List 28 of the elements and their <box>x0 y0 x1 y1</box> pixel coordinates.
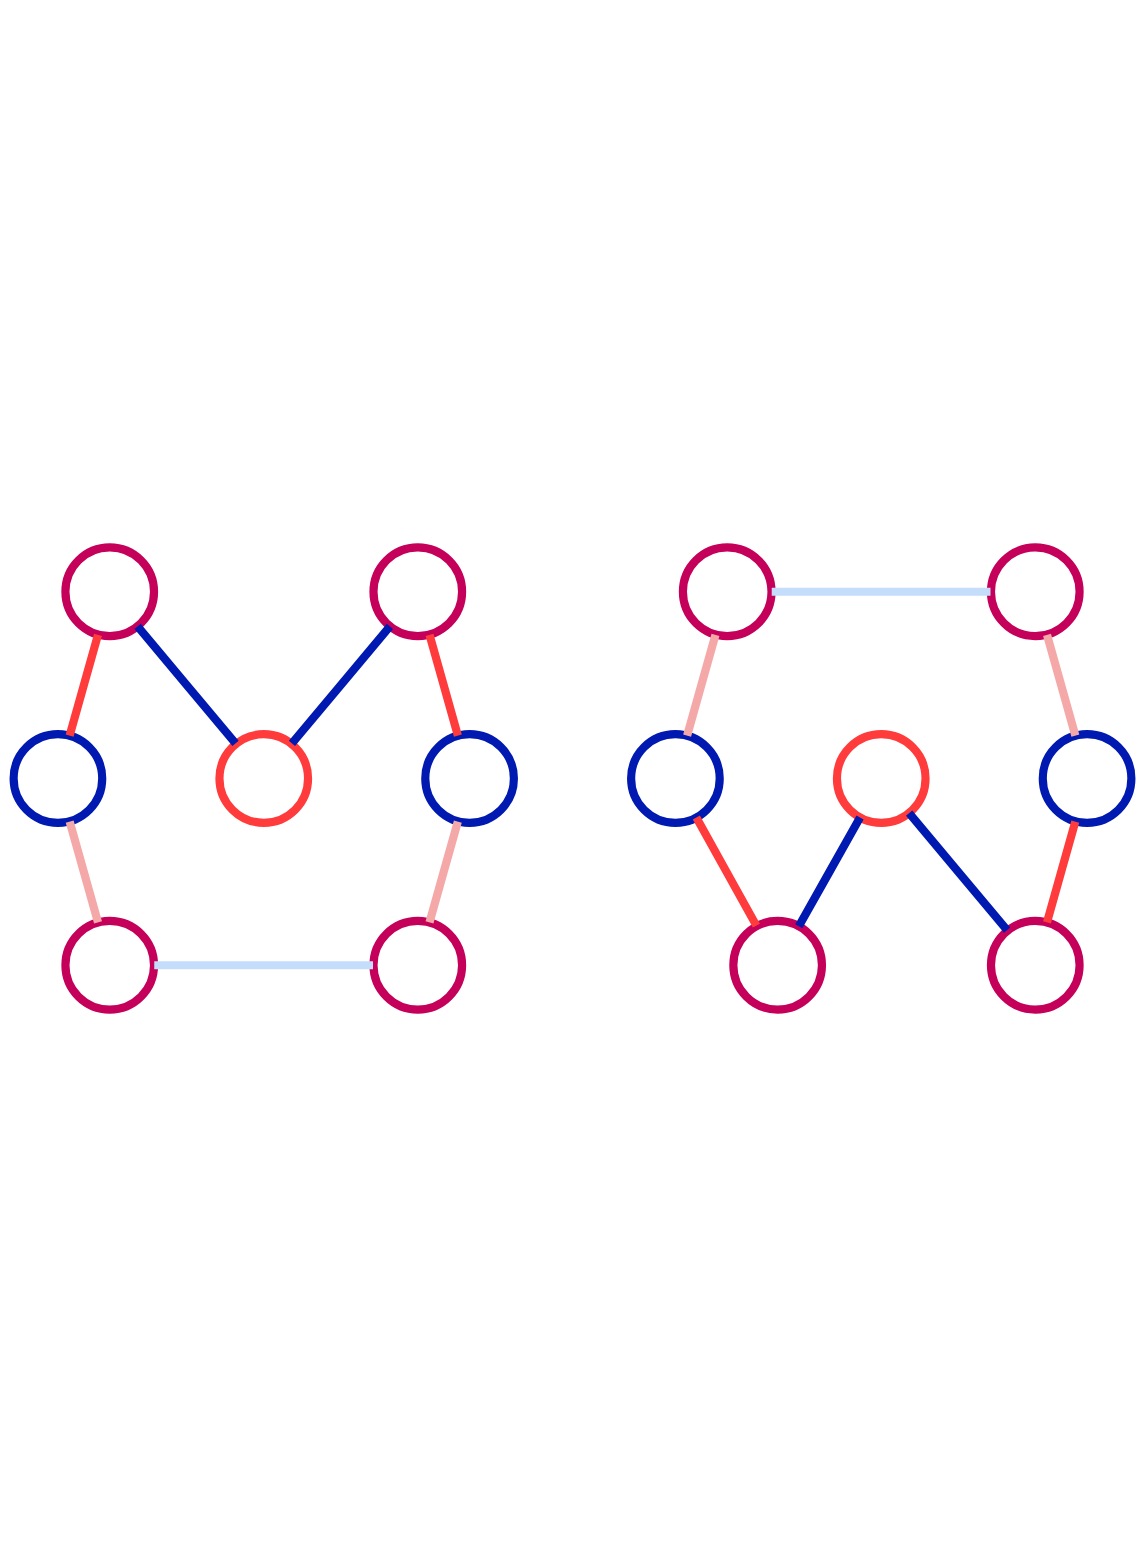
connector <box>425 820 462 924</box>
node-circle <box>986 916 1084 1014</box>
connector <box>288 623 394 747</box>
connector <box>1043 633 1080 737</box>
node-circle <box>729 916 827 1014</box>
connector <box>65 820 102 924</box>
node-circle <box>61 543 159 641</box>
node-circle <box>369 916 467 1014</box>
node-circle <box>61 916 159 1014</box>
node-circle <box>369 543 467 641</box>
connector <box>425 633 462 737</box>
connector <box>795 815 864 929</box>
connector <box>771 587 991 596</box>
connector <box>1043 820 1080 924</box>
connector <box>65 633 102 737</box>
node-circle <box>9 730 107 827</box>
node-circle <box>678 543 776 641</box>
node-circle <box>421 730 518 827</box>
connector <box>692 815 760 928</box>
connector <box>683 633 720 737</box>
node-circle <box>1038 730 1136 827</box>
node-circle <box>215 730 313 827</box>
node-circle <box>627 730 724 827</box>
connector <box>906 810 1011 933</box>
node-circle <box>986 543 1084 641</box>
node-circle <box>832 730 930 827</box>
connector <box>134 623 239 747</box>
connector <box>154 961 373 970</box>
